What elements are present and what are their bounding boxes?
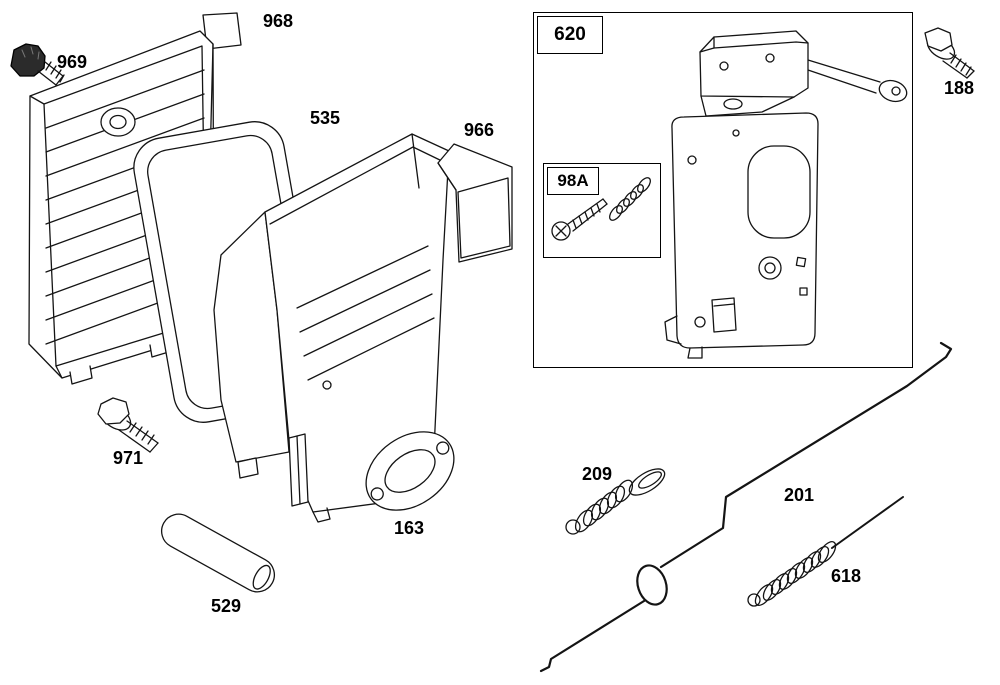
part-label-969: 969 bbox=[57, 52, 88, 72]
part-drawing-98A-kit bbox=[551, 177, 651, 241]
part-label-966: 966 bbox=[464, 120, 495, 140]
callout-label-98A: 98A bbox=[547, 167, 599, 195]
part-label-529: 529 bbox=[211, 596, 242, 616]
part-label-535: 535 bbox=[310, 108, 341, 128]
part-label-163: 163 bbox=[394, 518, 425, 538]
callout-box-98A bbox=[543, 163, 661, 258]
callout-label-620: 620 bbox=[537, 16, 603, 54]
part-drawing-971 bbox=[97, 397, 159, 453]
callout-box-620 bbox=[533, 12, 913, 368]
part-drawing-529 bbox=[160, 513, 276, 593]
part-drawing-618 bbox=[747, 496, 904, 607]
part-label-968: 968 bbox=[263, 11, 294, 31]
part-drawing-620-bracket bbox=[664, 30, 908, 359]
part-drawing-201 bbox=[539, 341, 953, 673]
part-drawing-163 bbox=[365, 431, 455, 511]
part-drawing-209 bbox=[565, 468, 666, 535]
part-drawing-188 bbox=[924, 27, 975, 79]
part-label-209: 209 bbox=[582, 464, 613, 484]
part-label-971: 971 bbox=[113, 448, 144, 468]
part-drawing-969 bbox=[10, 43, 65, 86]
part-label-188: 188 bbox=[944, 78, 975, 98]
part-label-618: 618 bbox=[831, 566, 862, 586]
part-label-201: 201 bbox=[784, 485, 815, 505]
part-drawing-966 bbox=[213, 133, 513, 523]
